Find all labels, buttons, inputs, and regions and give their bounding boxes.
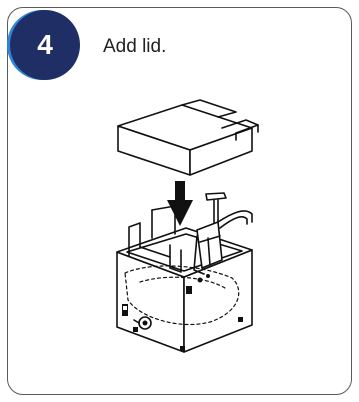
- warmer-body-icon: [116, 205, 253, 353]
- step-instruction: Add lid.: [103, 36, 167, 57]
- lid-icon: [117, 99, 259, 176]
- pump-icon: [193, 192, 253, 283]
- step-number: 4: [37, 29, 53, 60]
- step-number-badge: 4: [10, 10, 80, 80]
- down-arrow-icon: [167, 181, 193, 226]
